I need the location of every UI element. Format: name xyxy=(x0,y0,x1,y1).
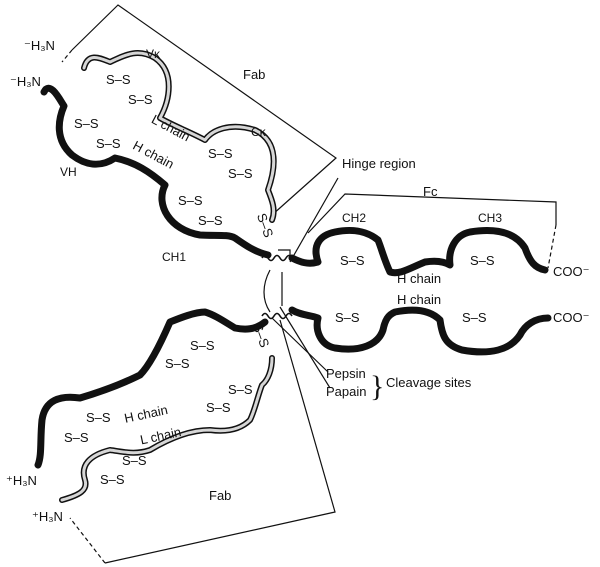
c-terminus-bottom: COO⁻ xyxy=(553,310,589,325)
fab-top-bracket-dashed xyxy=(61,49,73,63)
disulfide-ch3-bottom: S–S xyxy=(462,310,487,325)
vk-label: Vκ xyxy=(146,47,161,61)
hinge-region xyxy=(261,249,293,320)
ch1-label: CH1 xyxy=(162,250,186,264)
disulfide-vh-1: S–S xyxy=(74,116,99,131)
disulfide-ch3-top: S–S xyxy=(470,253,495,268)
disulfide-interchain-bottom: S–S xyxy=(250,321,273,350)
fab-bottom-label: Fab xyxy=(209,488,231,503)
papain-pointer-line xyxy=(279,306,331,389)
disulfide-ck-2: S–S xyxy=(228,166,253,181)
n-terminus-bottom-light: ⁺H₃N xyxy=(32,509,63,524)
disulfide-ch2-top: S–S xyxy=(340,253,365,268)
disulfide-bottom-vl-2: S–S xyxy=(100,472,125,487)
bottom-heavy-chain xyxy=(34,308,269,469)
cleavage-sites-label: Cleavage sites xyxy=(386,375,472,390)
disulfide-bottom-ch1-1: S–S xyxy=(190,338,215,353)
disulfide-bottom-vh-2: S–S xyxy=(64,430,89,445)
n-terminus-top-heavy: ⁻H₃N xyxy=(10,74,41,89)
disulfide-ch1-1: S–S xyxy=(178,193,203,208)
papain-label: Papain xyxy=(326,384,366,399)
vh-label: VH xyxy=(60,165,77,179)
top-l-chain-label: L chain xyxy=(149,112,193,145)
fc-h-chain-bottom-label: H chain xyxy=(397,292,441,307)
disulfide-bottom-vl-1: S–S xyxy=(122,453,147,468)
pepsin-pointer-line xyxy=(271,317,329,373)
disulfide-ck-1: S–S xyxy=(208,146,233,161)
top-light-chain xyxy=(81,50,277,223)
pepsin-label: Pepsin xyxy=(326,366,366,381)
fc-h-chain-top-label: H chain xyxy=(397,271,441,286)
fc-bracket-dashed xyxy=(547,224,557,269)
fab-bottom-bracket xyxy=(104,319,336,564)
disulfide-ch2-bottom: S–S xyxy=(335,310,360,325)
hinge-region-label: Hinge region xyxy=(342,156,416,171)
disulfide-vh-2: S–S xyxy=(96,136,121,151)
disulfide-vk-1: S–S xyxy=(106,72,131,87)
fc-lower-heavy-chain xyxy=(288,306,552,356)
fc-label: Fc xyxy=(423,184,438,199)
fab-top-label: Fab xyxy=(243,67,265,82)
hinge-pointer-line xyxy=(289,177,339,263)
disulfide-bottom-vh-1: S–S xyxy=(86,410,111,425)
fab-bottom-bracket-dashed xyxy=(69,517,106,564)
disulfide-bottom-cl-2: S–S xyxy=(206,400,231,415)
n-terminus-bottom-heavy: ⁺H₃N xyxy=(6,473,37,488)
fc-upper-heavy-chain xyxy=(288,226,549,277)
disulfide-ch1-2: S–S xyxy=(198,213,223,228)
fab-top-bracket xyxy=(71,4,337,216)
cleavage-brace: } xyxy=(370,370,384,403)
ch3-label: CH3 xyxy=(478,211,502,225)
c-terminus-top: COO⁻ xyxy=(553,264,589,279)
n-terminus-top-light: ⁻H₃N xyxy=(24,38,55,53)
disulfide-bottom-cl-1: S–S xyxy=(228,382,253,397)
top-heavy-chain xyxy=(40,84,272,259)
ck-label: Cκ xyxy=(251,125,267,139)
bottom-h-chain-label: H chain xyxy=(123,402,169,426)
fc-bracket xyxy=(307,193,557,234)
ch2-label: CH2 xyxy=(342,211,366,225)
bottom-light-chain xyxy=(59,355,275,503)
disulfide-vk-2: S–S xyxy=(128,92,153,107)
disulfide-bottom-ch1-2: S–S xyxy=(165,356,190,371)
